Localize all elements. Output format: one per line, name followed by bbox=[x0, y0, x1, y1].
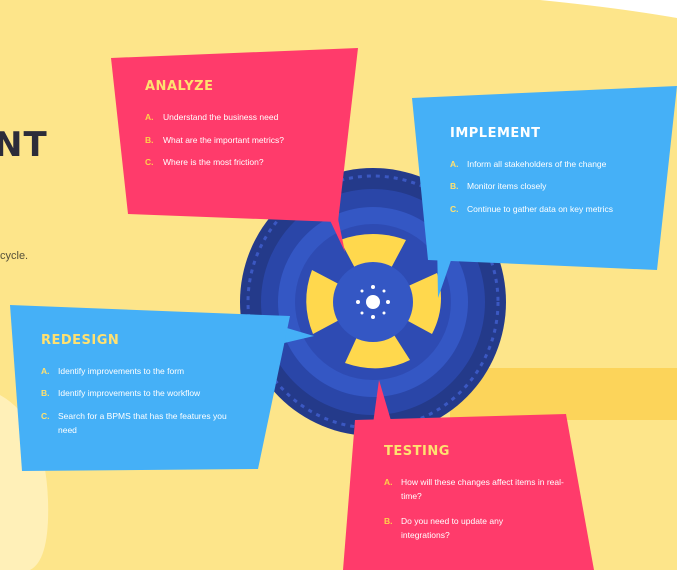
page-title: NT bbox=[0, 125, 48, 165]
analyze-title: ANALYZE bbox=[145, 79, 214, 94]
redesign-title: REDESIGN bbox=[41, 333, 120, 348]
testing-item-a: A. How will these changes affect items i… bbox=[384, 475, 564, 503]
redesign-card-shape bbox=[10, 305, 314, 471]
implement-card-shape bbox=[412, 86, 677, 298]
redesign-item-c: C. Search for a BPMS that has the featur… bbox=[41, 409, 241, 437]
analyze-item-letter: B. bbox=[145, 135, 154, 145]
implement-item-b: B. Monitor items closely bbox=[450, 179, 650, 193]
page-subtitle: cycle. bbox=[0, 250, 29, 262]
redesign-item-b: B. Identify improvements to the workflow bbox=[41, 386, 241, 400]
implement-item-letter: A. bbox=[450, 159, 459, 169]
corner-shape bbox=[540, 0, 677, 18]
testing-card-shape bbox=[343, 380, 594, 570]
redesign-item-text: Identify improvements to the form bbox=[58, 366, 185, 376]
road-band bbox=[450, 368, 677, 420]
implement-item-text: Monitor items closely bbox=[467, 181, 547, 191]
redesign-item-text: Search for a BPMS that has the features … bbox=[58, 411, 227, 435]
implement-item-c: C. Continue to gather data on key metric… bbox=[450, 202, 650, 216]
analyze-item-letter: A. bbox=[145, 112, 154, 122]
analyze-item-letter: C. bbox=[145, 157, 154, 167]
analyze-item-c: C. Where is the most friction? bbox=[145, 155, 335, 169]
analyze-item-a: A. Understand the business need bbox=[145, 110, 335, 124]
redesign-item-text: Identify improvements to the workflow bbox=[58, 388, 201, 398]
analyze-item-b: B. What are the important metrics? bbox=[145, 133, 335, 147]
redesign-item-letter: A. bbox=[41, 366, 50, 376]
testing-item-b: B. Do you need to update any integration… bbox=[384, 514, 544, 542]
testing-title: TESTING bbox=[384, 444, 450, 459]
redesign-item-letter: C. bbox=[41, 411, 50, 421]
implement-title: IMPLEMENT bbox=[450, 126, 541, 141]
implement-item-letter: B. bbox=[450, 181, 459, 191]
testing-item-text: How will these changes affect items in r… bbox=[401, 477, 564, 501]
redesign-item-letter: B. bbox=[41, 388, 50, 398]
testing-item-letter: B. bbox=[384, 516, 393, 526]
testing-item-letter: A. bbox=[384, 477, 393, 487]
redesign-item-a: A. Identify improvements to the form bbox=[41, 364, 241, 378]
implement-item-text: Inform all stakeholders of the change bbox=[467, 159, 607, 169]
analyze-item-text: What are the important metrics? bbox=[163, 135, 284, 145]
implement-item-letter: C. bbox=[450, 204, 459, 214]
testing-item-text: Do you need to update any integrations? bbox=[401, 516, 504, 540]
implement-item-text: Continue to gather data on key metrics bbox=[467, 204, 613, 214]
analyze-item-text: Understand the business need bbox=[163, 112, 279, 122]
analyze-card-shape bbox=[111, 48, 358, 252]
implement-item-a: A. Inform all stakeholders of the change bbox=[450, 157, 650, 171]
analyze-item-text: Where is the most friction? bbox=[163, 157, 264, 167]
